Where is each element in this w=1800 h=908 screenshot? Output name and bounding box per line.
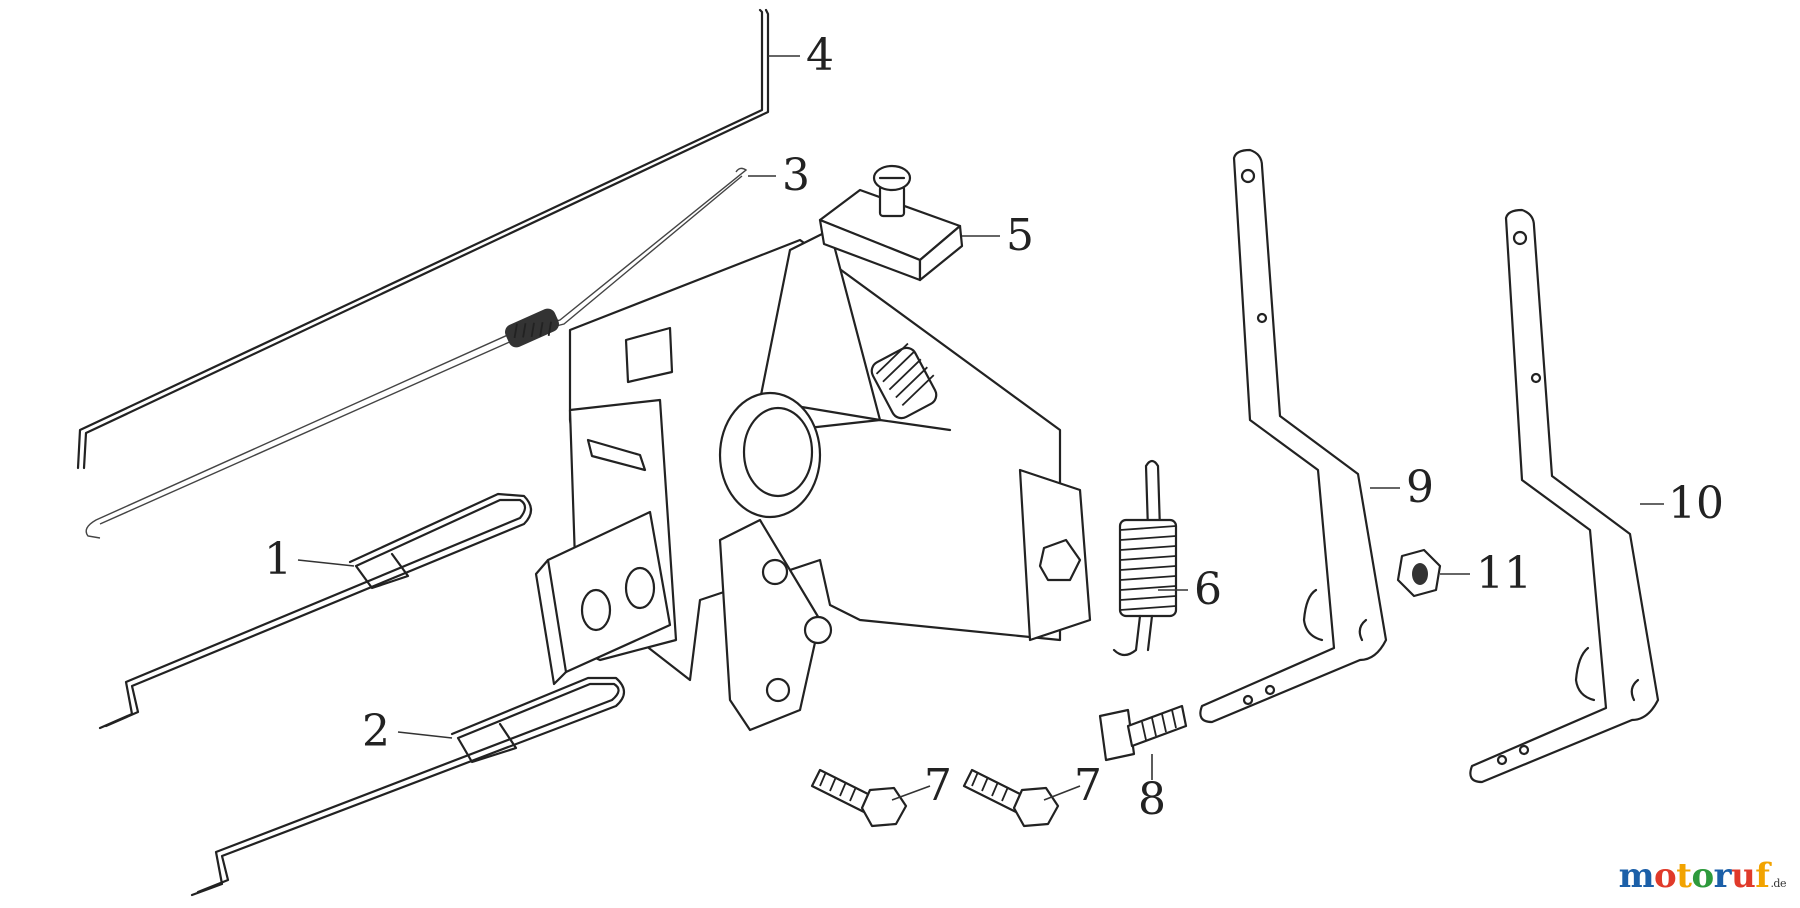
motoruf-watermark-logo: motoruf.de: [1619, 856, 1787, 896]
callout-11: 11: [1476, 548, 1532, 599]
watermark-letter: m: [1618, 856, 1655, 896]
callout-labels: 1 2 3 4 5 6 7 7 8 9 10 11: [264, 30, 1724, 825]
watermark-letter: o: [1691, 856, 1714, 896]
part-1-link-rod: [98, 492, 533, 730]
watermark-letter: t: [1676, 856, 1692, 896]
callout-4: 4: [806, 30, 834, 81]
watermark-tld: .de: [1770, 877, 1786, 890]
part-3-wire-spring: [85, 167, 748, 539]
part-11-nut: [1396, 548, 1442, 598]
callout-9: 9: [1406, 462, 1434, 513]
callout-10: 10: [1668, 478, 1724, 529]
leader-lines: [297, 55, 1664, 801]
callout-3: 3: [782, 150, 810, 201]
watermark-letters: motoruf: [1619, 856, 1770, 896]
callout-1: 1: [264, 534, 292, 585]
callout-7-left: 7: [924, 760, 952, 811]
part-9-lever: [1199, 148, 1388, 724]
part-7-bolt-right: [962, 768, 1060, 828]
callout-5: 5: [1006, 210, 1034, 261]
watermark-letter: u: [1731, 856, 1756, 896]
part-7-bolt-left: [810, 768, 908, 828]
part-6-spring: [1112, 459, 1178, 657]
part-5-cable-clamp: [818, 164, 964, 282]
callout-7-right: 7: [1074, 760, 1102, 811]
callout-6: 6: [1194, 564, 1222, 615]
control-bracket-assembly: [534, 228, 1092, 732]
watermark-letter: o: [1654, 856, 1677, 896]
callout-8: 8: [1138, 774, 1166, 825]
bracket-spring: [870, 342, 938, 420]
part-8-adjust-screw: [1098, 704, 1188, 762]
part-2-link-rod: [190, 676, 626, 897]
watermark-letter: r: [1713, 856, 1732, 896]
part-10-lever: [1469, 208, 1660, 784]
part-4-rod: [76, 8, 770, 470]
callout-2: 2: [362, 706, 390, 757]
part-3-spring-coil: [505, 308, 559, 348]
watermark-letter: f: [1755, 856, 1770, 896]
